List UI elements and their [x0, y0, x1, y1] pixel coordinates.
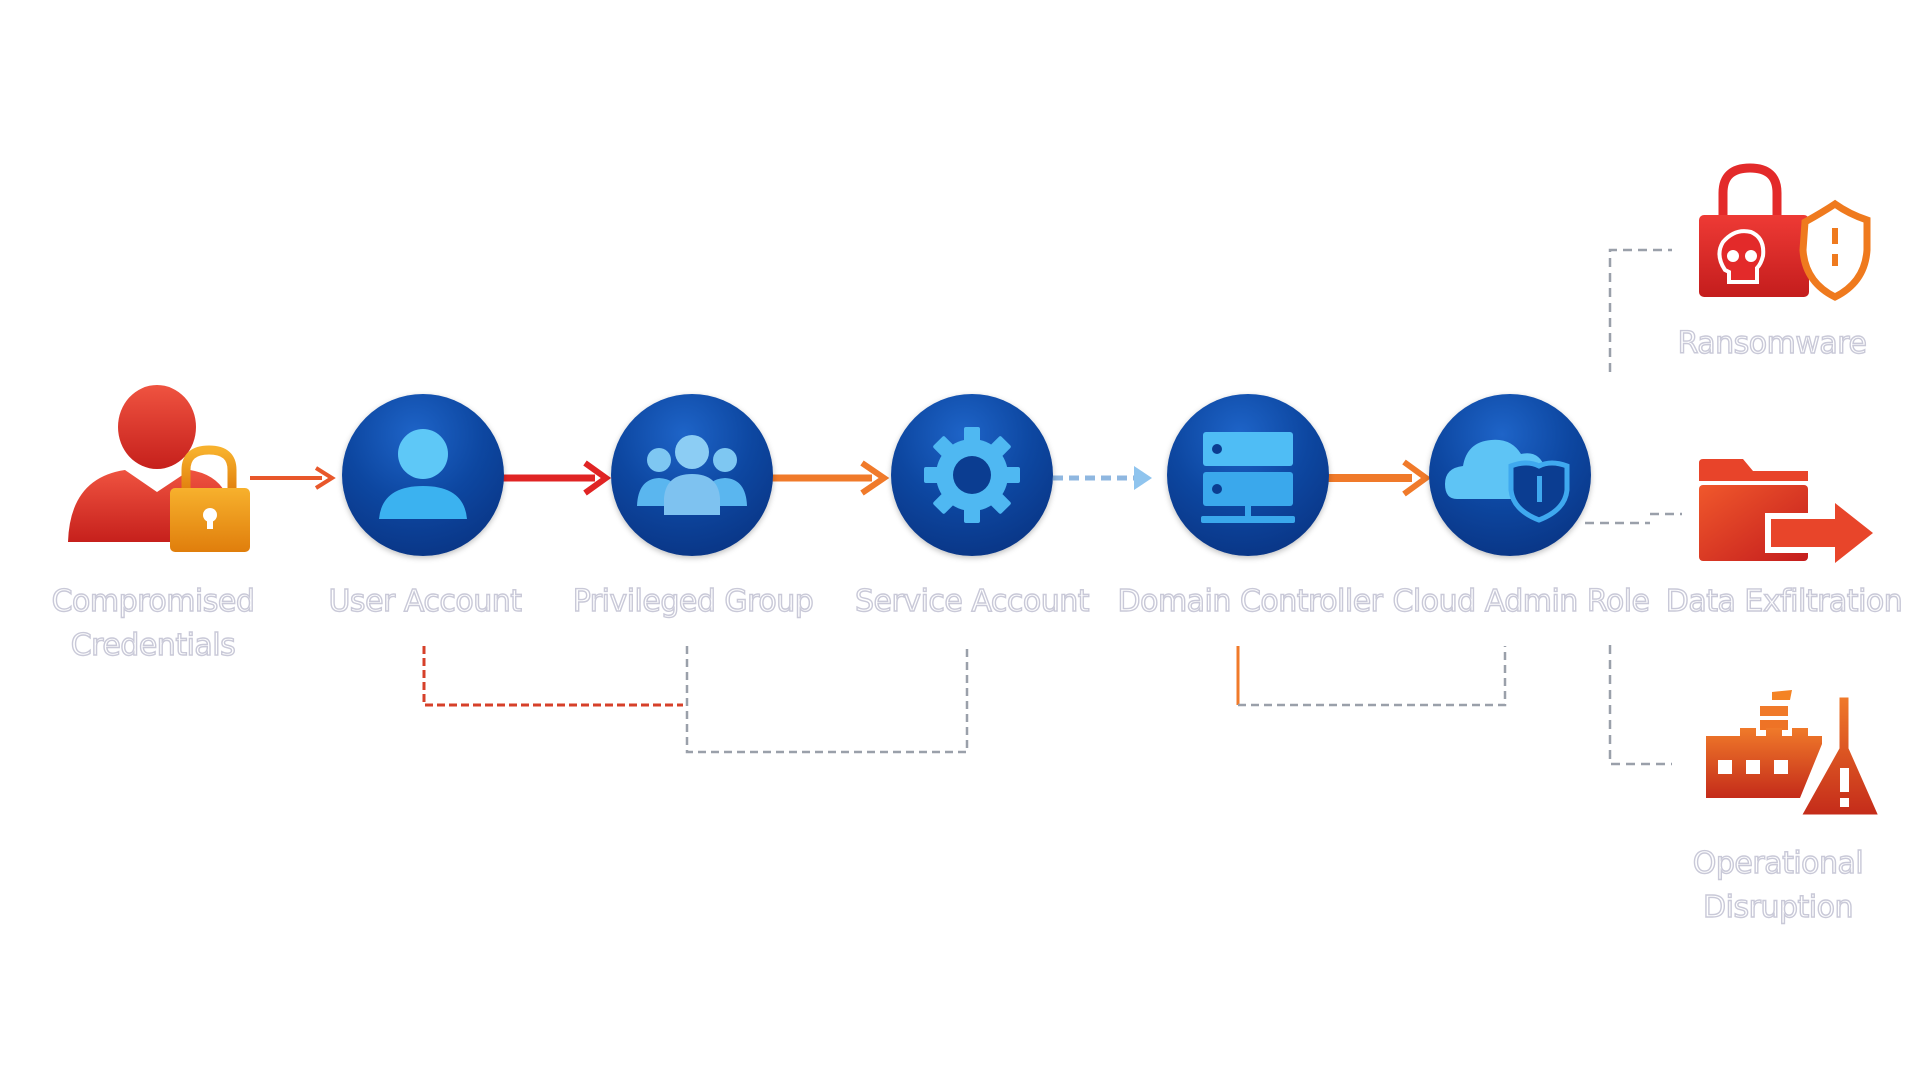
- lateral-connectors: [422, 646, 1507, 754]
- label-user-account: User Account: [328, 583, 523, 619]
- node-domain-controller[interactable]: [1167, 394, 1329, 556]
- compromised-user-lock-icon: [68, 385, 250, 552]
- user-icon: [379, 429, 467, 519]
- node-cloud-admin-role[interactable]: [1429, 394, 1591, 556]
- edge-privileged-to-service: [772, 460, 890, 496]
- edge-service-to-domain: [1053, 466, 1152, 490]
- source-label-line2: Credentials: [70, 627, 236, 663]
- ransomware-lock-skull-icon[interactable]: [1695, 160, 1875, 305]
- operational-label-line2: Disruption: [1702, 889, 1854, 925]
- impact-connectors: [1585, 248, 1682, 766]
- node-privileged-group[interactable]: [611, 394, 773, 556]
- label-operational-disruption: Operational Disruption: [1692, 842, 1864, 930]
- label-service-account: Service Account: [854, 583, 1090, 619]
- source-label-line1: Compromised: [51, 583, 256, 619]
- folder-export-icon[interactable]: [1695, 455, 1880, 565]
- edge-credentials-to-user: [250, 466, 336, 490]
- factory-warning-icon[interactable]: [1700, 688, 1880, 828]
- server-icon: [1201, 432, 1295, 523]
- label-cloud-admin-role: Cloud Admin Role: [1392, 583, 1651, 619]
- edge-domain-to-cloud: [1328, 459, 1432, 497]
- gear-icon: [924, 427, 1020, 523]
- label-domain-controller: Domain Controller: [1117, 583, 1384, 619]
- label-ransomware: Ransomware: [1677, 325, 1868, 361]
- operational-label-line1: Operational: [1692, 845, 1864, 881]
- node-user-account[interactable]: [342, 394, 504, 556]
- group-icon: [637, 435, 747, 515]
- cloud-shield-icon: [1445, 439, 1570, 523]
- source-label: Compromised Credentials: [51, 580, 256, 668]
- label-privileged-group: Privileged Group: [572, 583, 814, 619]
- edge-user-to-privileged: [502, 460, 612, 496]
- node-service-account[interactable]: [891, 394, 1053, 556]
- label-data-exfiltration: Data Exfiltration: [1665, 583, 1903, 619]
